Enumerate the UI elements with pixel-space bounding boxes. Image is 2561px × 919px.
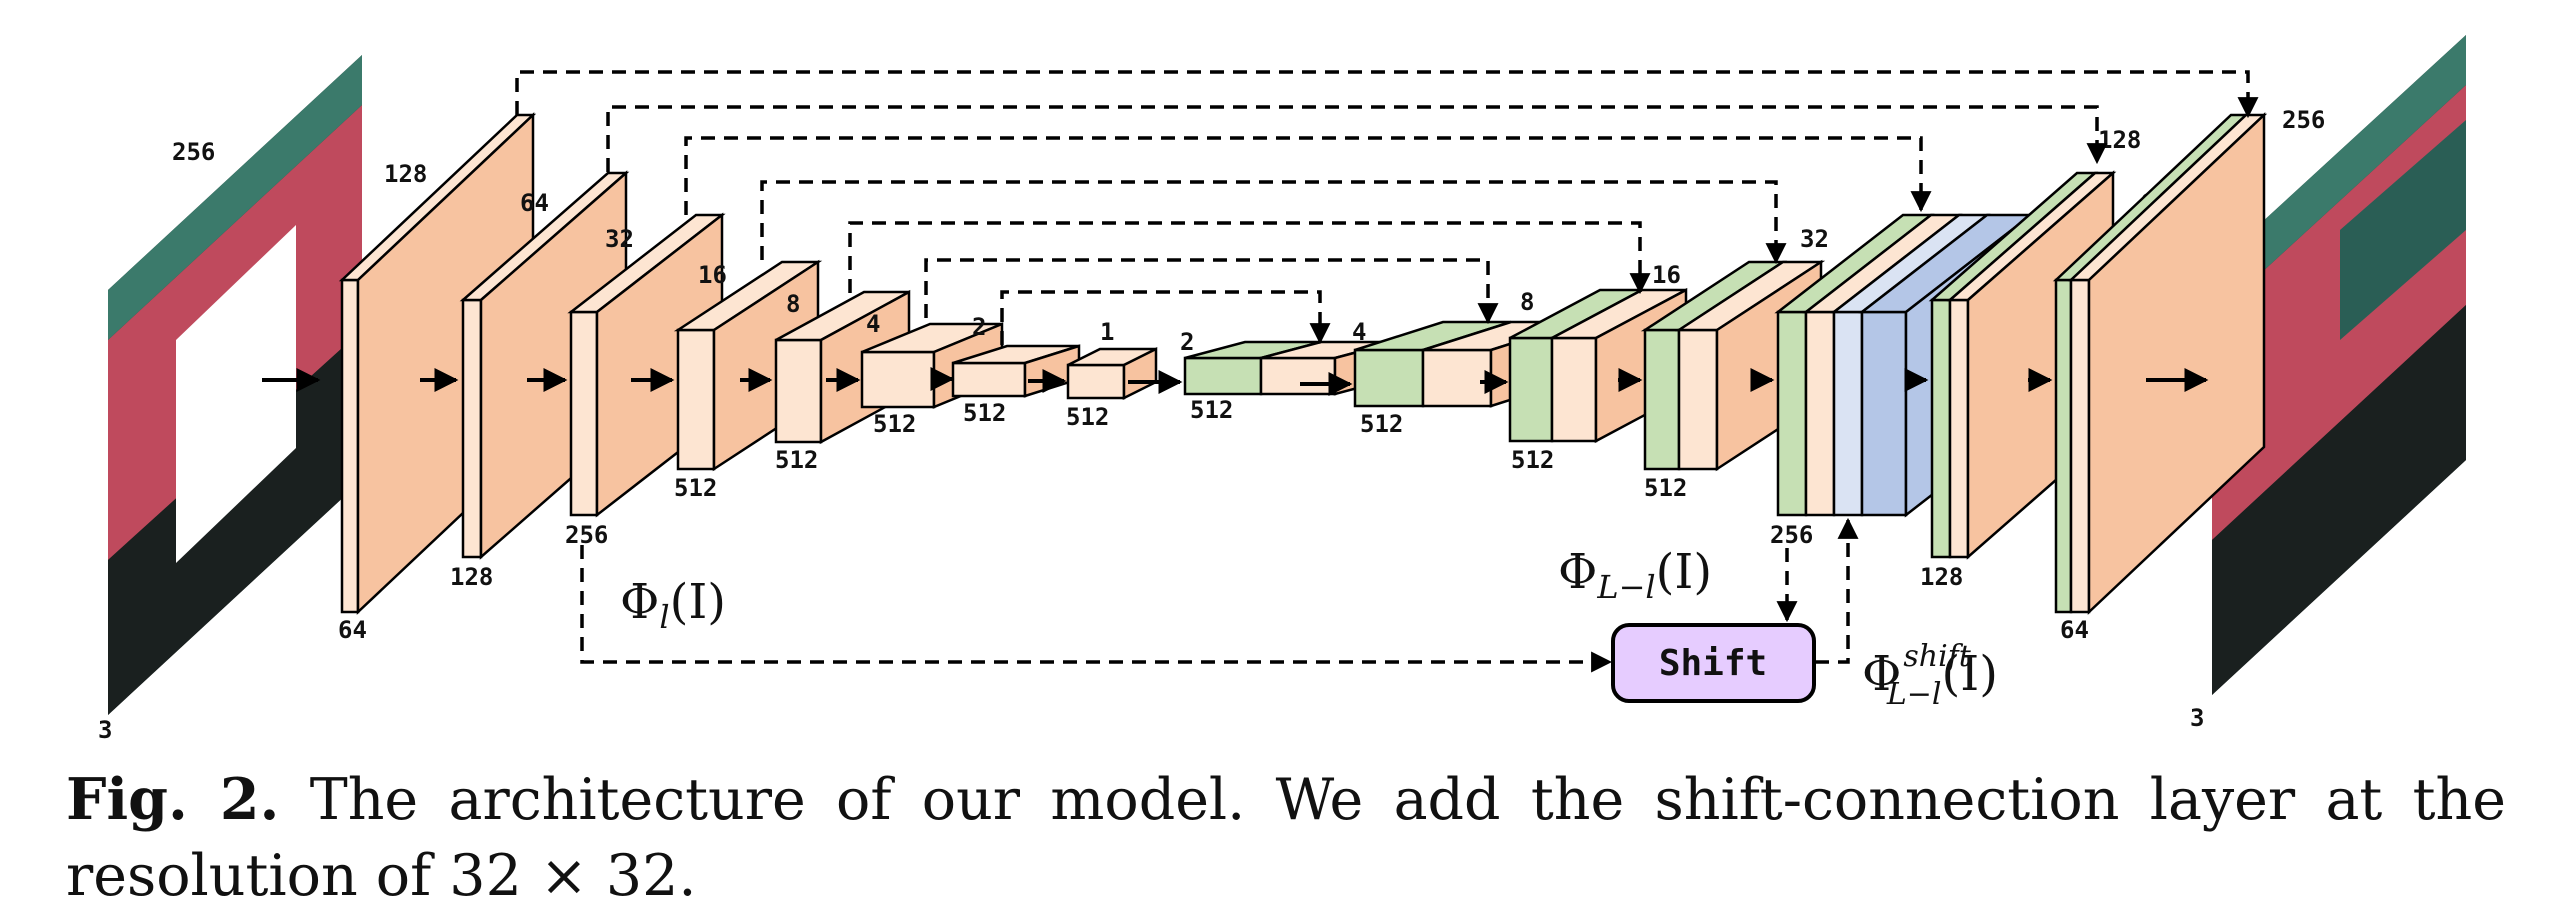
block-front-face [860,350,936,409]
encoder-size-label-5: 8 [786,290,800,318]
skip-connection [515,70,2259,119]
output-image [2212,35,2466,695]
decoder-block-1: 2 512 [1180,328,1397,424]
phi-l-label: Φl(I) [620,574,726,636]
encoder-channel-label-5: 512 [775,446,818,474]
decoder-channel-label-4: 512 [1644,474,1687,502]
block-front-face [1832,310,1864,517]
encoder-size-label-4: 16 [698,261,727,289]
encoder-channel-label-2: 128 [450,563,493,591]
output-channel-label: 3 [2190,704,2204,732]
mask-region [176,225,296,563]
block-front-face [1183,356,1263,396]
block-front-face [1508,336,1554,443]
block-front-face [2054,278,2073,614]
block-front-face [1804,310,1836,517]
block-front-face [1259,356,1337,396]
encoder-channel-label-3: 256 [565,521,608,549]
shift-to-decoder-path [1815,517,1859,664]
shift-connections [580,517,1859,673]
output-size-label: 256 [2282,106,2325,134]
block-front-face [1860,310,1908,517]
block-front-face [1066,363,1126,400]
encoder-channel-label-4: 512 [674,474,717,502]
caption-text: The architecture of our model. We add th… [66,767,2507,909]
block-front-face [1643,328,1681,471]
block-front-face [1948,298,1970,559]
encoder-to-shift-path [580,545,1613,673]
decoder-size-label-2: 4 [1352,318,1366,346]
block-front-face [2069,278,2091,614]
decoder-size-label-4: 16 [1652,261,1681,289]
decoder-size-label-3: 8 [1520,288,1534,316]
block-front-face [1550,336,1598,443]
encoder-channel-label-6: 512 [873,410,916,438]
decoder-channel-label-2: 512 [1360,410,1403,438]
skip-connection [760,180,1787,265]
encoder-size-label-7: 2 [972,313,986,341]
input-image [108,55,362,715]
encoder-channel-label-7: 512 [963,399,1006,427]
block-front-face [676,328,716,471]
architecture-diagram: 1286464128322561651285124512251215122512… [98,35,2466,744]
decoder-channel-label-1: 512 [1190,396,1233,424]
encoder-size-label-3: 32 [605,225,634,253]
decoder-size-label-1: 2 [1180,328,1194,356]
encoder-size-label-8: 1 [1100,318,1114,346]
block-front-face [1353,348,1425,408]
block-front-face [774,338,823,444]
phi-L-minus-l-label: ΦL−l(I) [1558,544,1712,606]
decoder-block-7: 128 64 [2052,112,2268,644]
encoder-size-label-2: 64 [520,189,549,217]
encoder-size-label-6: 4 [866,310,880,338]
skip-connection [684,136,1932,215]
caption-label: Fig. 2. [66,766,280,833]
block-front-face [340,278,360,614]
skip-connection [1000,290,1331,345]
skip-connection [606,105,2108,172]
block-front-face [461,298,483,559]
decoder-channel-label-3: 512 [1511,446,1554,474]
encoder-channel-label-1: 64 [338,616,367,644]
decoder-size-label-5: 32 [1800,225,1829,253]
input-channel-label: 3 [98,716,112,744]
skip-connection [924,258,1499,325]
block-front-face [1421,348,1493,408]
skip-connection [848,221,1651,295]
encoder-channel-label-8: 512 [1066,403,1109,431]
block-front-face [1930,298,1952,559]
decoder-size-label-7: 128 [2098,126,2141,154]
block-front-face [951,361,1027,398]
block-front-face [569,310,599,517]
encoder-size-label-1: 128 [384,160,427,188]
decoder-channel-label-7: 64 [2060,616,2089,644]
decoder-channel-label-5: 256 [1770,521,1813,549]
block-front-face [1776,310,1808,517]
figure-caption: Fig. 2. The architecture of our model. W… [66,762,2506,914]
block-side-face [2087,112,2266,615]
input-size-label: 256 [172,138,215,166]
shift-module: Shift [1611,623,1816,703]
block-front-face [1677,328,1719,471]
shift-label: Shift [1659,643,1767,684]
decoder-channel-label-6: 128 [1920,563,1963,591]
encoder-block-7: 2 512 [951,313,1081,427]
